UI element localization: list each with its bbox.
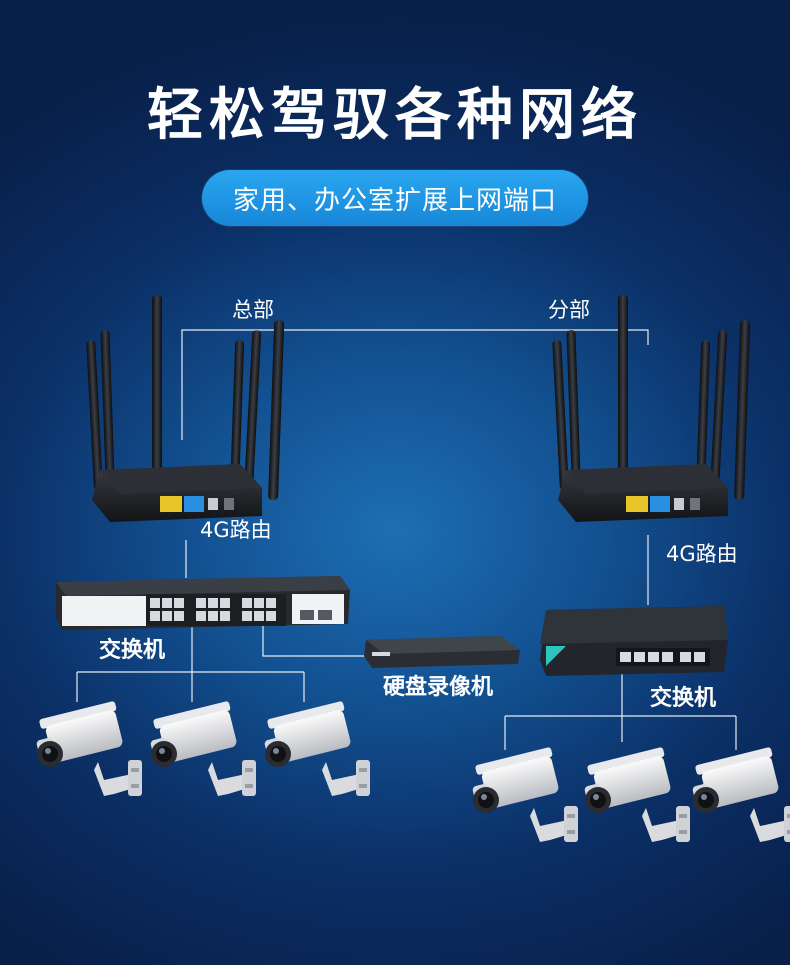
- label-nvr: 硬盘录像机: [383, 675, 494, 700]
- subtitle-pill: 家用、办公室扩展上网端口: [202, 170, 588, 226]
- router-branch: [552, 295, 751, 522]
- camera-hq-3: [263, 700, 370, 796]
- camera-branch-1: [471, 746, 578, 842]
- label-router-branch: 4G路由: [666, 542, 738, 566]
- switch-hq: [56, 576, 350, 630]
- camera-hq-1: [35, 700, 143, 796]
- camera-hq-2: [149, 700, 256, 796]
- camera-branch-2: [583, 746, 690, 842]
- label-branch: 分部: [548, 298, 590, 322]
- router-hq: [86, 295, 285, 522]
- label-hq: 总部: [232, 298, 274, 322]
- switch-branch: [540, 606, 728, 676]
- nvr-device: [364, 636, 520, 668]
- camera-branch-3: [691, 746, 790, 842]
- label-router-hq: 4G路由: [200, 518, 272, 542]
- connection-lines: [76, 329, 737, 750]
- page-title: 轻松驾驭各种网络: [147, 83, 643, 148]
- label-switch-hq: 交换机: [99, 638, 166, 663]
- subtitle-text: 家用、办公室扩展上网端口: [232, 185, 557, 216]
- label-switch-branch: 交换机: [650, 686, 717, 711]
